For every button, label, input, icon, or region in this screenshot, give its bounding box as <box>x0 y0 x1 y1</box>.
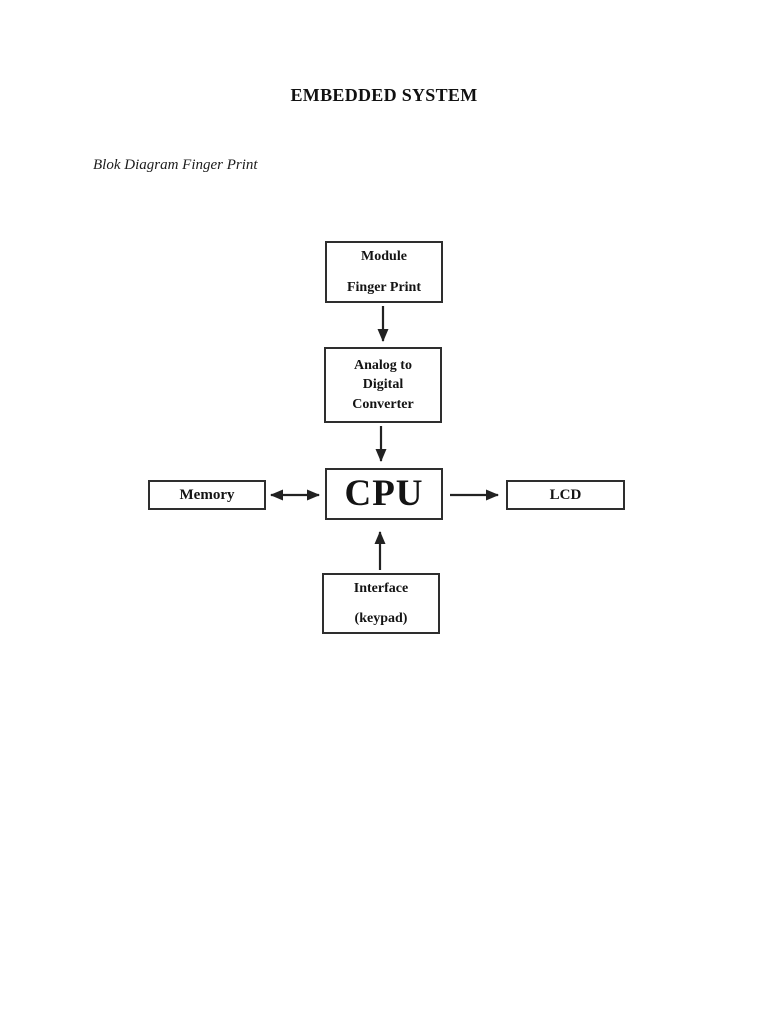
page-title: EMBEDDED SYSTEM <box>290 85 478 105</box>
node-label: Analog to <box>354 357 412 373</box>
node-label: (keypad) <box>354 611 408 626</box>
node-label: Digital <box>362 377 404 393</box>
figure-caption: Blok Diagram Finger Print <box>93 157 258 173</box>
node-lcd: LCD <box>506 480 625 510</box>
node-label: Interface <box>353 580 409 596</box>
node-label: Module <box>361 249 407 265</box>
node-label: Converter <box>352 396 414 412</box>
node-label: CPU <box>344 472 424 514</box>
node-cpu: CPU <box>325 468 443 520</box>
node-analog-to-digital-converter: Analog to Digital Converter <box>324 347 442 423</box>
node-module-finger-print: Module Finger Print <box>325 241 443 303</box>
node-label: Memory <box>179 486 235 503</box>
node-interface-keypad: Interface (keypad) <box>322 573 440 634</box>
node-memory: Memory <box>148 480 266 510</box>
node-label: Finger Print <box>346 279 421 295</box>
node-label: LCD <box>549 486 582 503</box>
